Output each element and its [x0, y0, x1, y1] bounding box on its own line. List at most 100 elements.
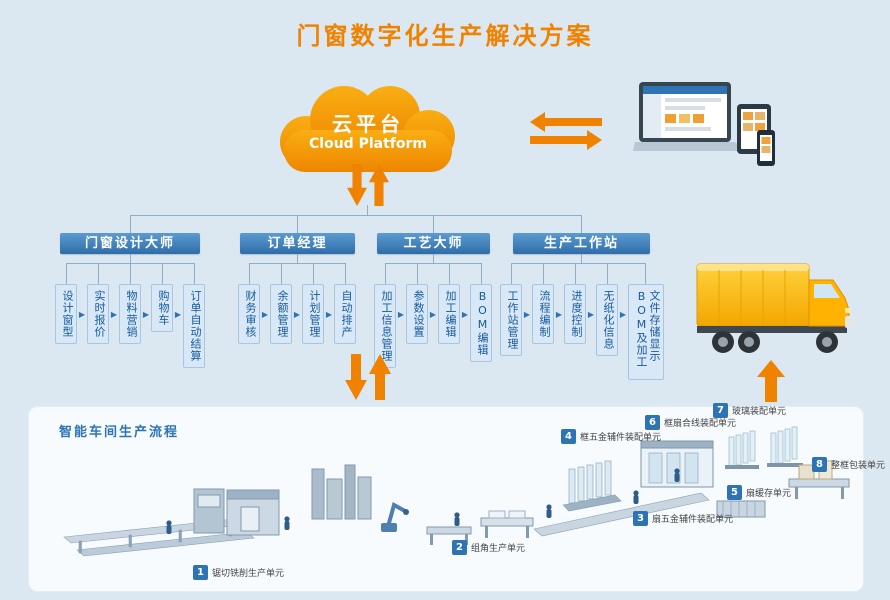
feature-box: 进度控制	[564, 284, 586, 344]
unit-number-badge: 8	[812, 457, 827, 472]
cloud-platform: 云平台 Cloud Platform	[266, 80, 470, 178]
header-production-workstation: 生产工作站	[513, 233, 650, 254]
arrow-right-icon: ▶	[110, 310, 118, 319]
feature-box: 参数设置	[406, 284, 428, 344]
connector-line	[581, 215, 582, 233]
connector-line	[130, 263, 131, 284]
connector-line	[130, 254, 131, 263]
unit-label: 组角生产单元	[471, 544, 526, 554]
unit-label: 整框包装单元	[831, 461, 886, 471]
unit-marker: 5 扇缓存单元	[727, 485, 791, 500]
unit-label: 扇五金辅件装配单元	[652, 515, 734, 525]
arrow-right-icon: ▶	[587, 310, 595, 319]
unit-number-badge: 2	[452, 540, 467, 555]
unit-marker: 2 组角生产单元	[452, 540, 525, 555]
connector-line	[511, 263, 512, 284]
craft-master-features: 加工信息管理 ▶ 参数设置 ▶ 加工编辑 ▶ BOM编辑	[374, 284, 492, 368]
arrow-right-icon: ▶	[325, 310, 333, 319]
connector-line	[385, 263, 482, 264]
arrow-right-icon: ▶	[78, 310, 86, 319]
connector-line	[433, 215, 434, 233]
design-master-features: 设计窗型 ▶ 实时报价 ▶ 物料营销 ▶ 购物车 ▶ 订单自动结算	[55, 284, 205, 368]
unit-marker: 3 扇五金辅件装配单元	[633, 511, 733, 526]
connector-line	[575, 263, 576, 284]
arrow-right-icon: ▶	[461, 310, 469, 319]
unit-marker: 1 锯切铣削生产单元	[193, 565, 284, 580]
unit-number-badge: 3	[633, 511, 648, 526]
unit-number-badge: 7	[713, 403, 728, 418]
feature-box: 余额管理	[270, 284, 292, 344]
unit-label: 玻璃装配单元	[732, 407, 787, 417]
connector-line	[297, 215, 298, 233]
connector-line	[607, 263, 608, 284]
connector-line	[130, 215, 582, 216]
unit-marker: 6 框扇合线装配单元	[645, 415, 736, 430]
connector-line	[345, 263, 346, 284]
feature-box: 文件存储显示BOM及加工	[628, 284, 664, 380]
connector-line	[281, 263, 282, 284]
connector-line	[98, 263, 99, 284]
unit-number-badge: 4	[561, 429, 576, 444]
connector-line	[297, 254, 298, 263]
unit-label: 框扇合线装配单元	[664, 419, 737, 429]
connector-line	[417, 263, 418, 284]
header-order-manager: 订单经理	[240, 233, 355, 254]
feature-box: 订单自动结算	[183, 284, 205, 368]
connector-line	[543, 263, 544, 284]
feature-box: 设计窗型	[55, 284, 77, 344]
workshop-panel: 智能车间生产流程	[28, 403, 885, 592]
arrow-right-icon: ▶	[397, 310, 405, 319]
feature-box: 财务审核	[238, 284, 260, 344]
arrow-right-icon: ▶	[429, 310, 437, 319]
cloud-icon	[280, 86, 455, 172]
connector-line	[194, 263, 195, 284]
connector-line	[367, 205, 368, 215]
devices-illustration	[633, 82, 775, 166]
connector-line	[433, 254, 434, 263]
arrow-right-icon: ▶	[293, 310, 301, 319]
unit-marker: 7 玻璃装配单元	[713, 403, 786, 418]
cloud-title: 云平台	[332, 112, 404, 136]
feature-box: 计划管理	[302, 284, 324, 344]
header-door-window-designer: 门窗设计大师	[60, 233, 200, 254]
arrow-right-icon: ▶	[523, 310, 531, 319]
connector-line	[66, 263, 67, 284]
feature-box: 工作站管理	[500, 284, 522, 356]
feature-box: 实时报价	[87, 284, 109, 344]
connector-line	[385, 263, 386, 284]
unit-label: 扇缓存单元	[746, 489, 792, 499]
cloud-subtitle: Cloud Platform	[309, 136, 427, 152]
feature-box: 加工信息管理	[374, 284, 396, 368]
connector-line	[162, 263, 163, 284]
unit-label: 锯切铣削生产单元	[212, 569, 285, 579]
connector-line	[249, 263, 346, 264]
arrow-right-icon: ▶	[142, 310, 150, 319]
unit-marker: 4 框五金辅件装配单元	[561, 429, 661, 444]
order-manager-features: 财务审核 ▶ 余额管理 ▶ 计划管理 ▶ 自动排产	[238, 284, 356, 344]
arrow-right-icon: ▶	[261, 310, 269, 319]
unit-marker: 8 整框包装单元	[812, 457, 885, 472]
unit-label: 框五金辅件装配单元	[580, 433, 662, 443]
arrow-right-icon: ▶	[619, 310, 627, 319]
connector-line	[249, 263, 250, 284]
factory-illustration	[63, 426, 850, 557]
feature-box: 加工编辑	[438, 284, 460, 344]
connector-line	[481, 263, 482, 284]
page-title: 门窗数字化生产解决方案	[296, 22, 594, 50]
connector-line	[581, 254, 582, 263]
updown-arrows-bottom-icon	[345, 354, 391, 400]
sync-arrows-icon	[530, 112, 602, 150]
header-craft-master: 工艺大师	[377, 233, 490, 254]
connector-line	[130, 215, 131, 233]
feature-box: 购物车	[151, 284, 173, 332]
up-arrow-icon	[757, 360, 785, 402]
connector-line	[511, 263, 646, 264]
feature-box: 流程编制	[532, 284, 554, 344]
connector-line	[449, 263, 450, 284]
arrow-right-icon: ▶	[555, 310, 563, 319]
connector-line	[313, 263, 314, 284]
feature-box: 无纸化信息	[596, 284, 618, 356]
connector-line	[645, 263, 646, 284]
unit-number-badge: 6	[645, 415, 660, 430]
